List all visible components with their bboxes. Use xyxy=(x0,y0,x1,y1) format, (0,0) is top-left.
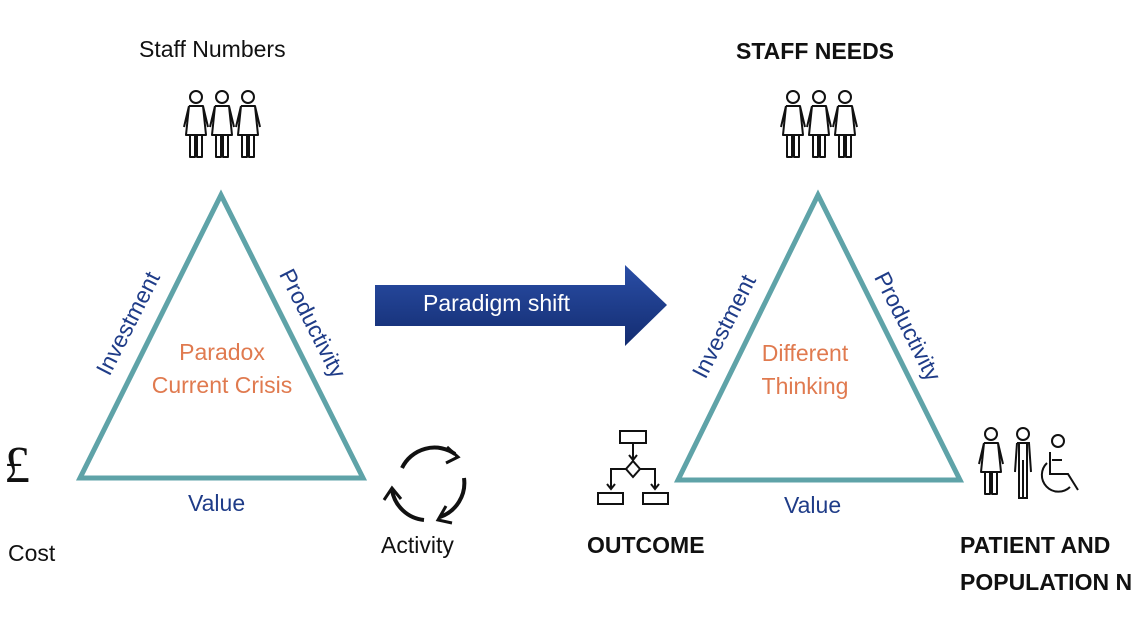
paradigm-shift-arrow xyxy=(375,265,667,346)
right-center-text: Different Thinking xyxy=(705,337,905,403)
right-top-label: STAFF NEEDS xyxy=(736,38,895,64)
left-top-label: Staff Numbers xyxy=(139,36,286,62)
pound-icon: £ xyxy=(4,437,30,494)
left-value-label: Value xyxy=(188,490,246,516)
outcome-label: OUTCOME xyxy=(587,532,705,558)
right-triangle xyxy=(673,189,965,483)
patients-icon xyxy=(978,427,1079,499)
right-center-line1: Different xyxy=(761,340,849,366)
cost-label: Cost xyxy=(8,540,56,566)
left-center-line2: Current Crisis xyxy=(151,372,293,398)
activity-label: Activity xyxy=(381,532,454,558)
staff-people-icon-left xyxy=(183,90,261,158)
paradigm-shift-label: Paradigm shift xyxy=(423,290,571,316)
staff-people-icon-right xyxy=(780,90,858,158)
right-value-label: Value xyxy=(784,492,842,518)
cycle-arrows-icon xyxy=(382,445,467,525)
patient-label-line1: PATIENT AND xyxy=(960,532,1111,558)
left-center-text: Paradox Current Crisis xyxy=(122,336,322,402)
left-center-line1: Paradox xyxy=(179,339,265,365)
right-center-line2: Thinking xyxy=(761,373,849,399)
flowchart-icon xyxy=(597,430,669,505)
patient-label-line2: POPULATION N xyxy=(960,569,1133,595)
left-triangle xyxy=(75,189,368,481)
